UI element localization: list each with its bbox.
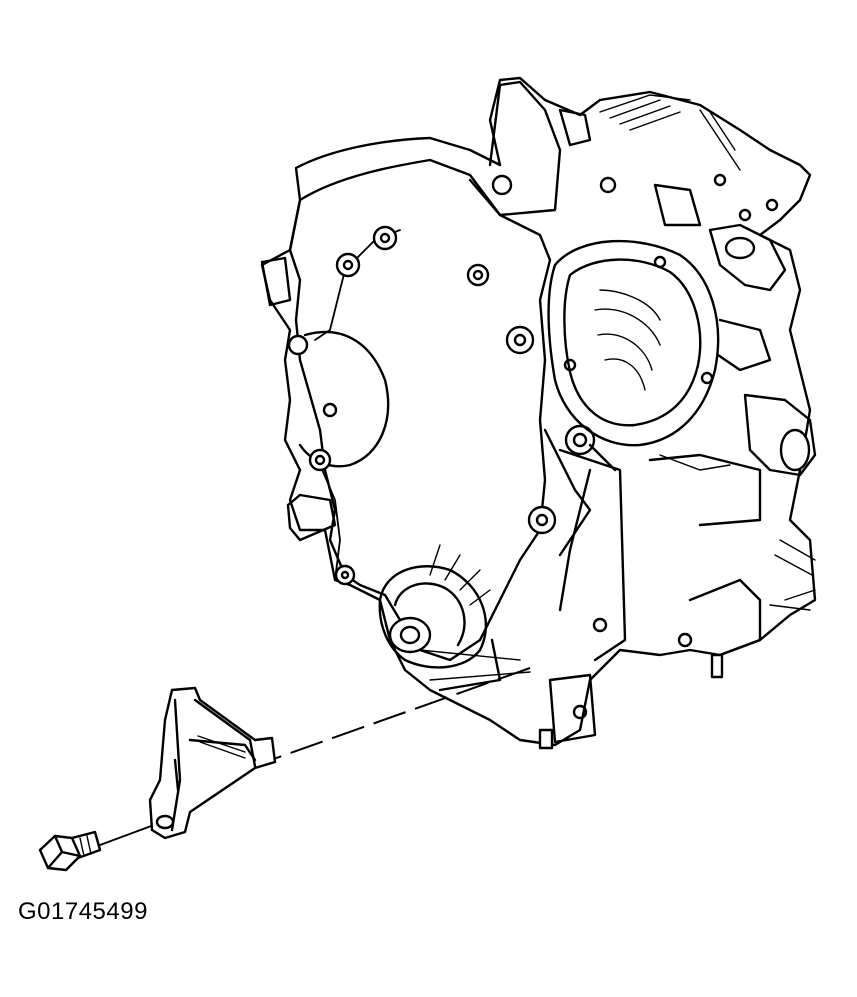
- bell-housing-opening: [547, 239, 720, 447]
- crankshaft-seal: [378, 544, 491, 669]
- bracket-alignment-line: [264, 667, 531, 763]
- bolt-alignment-line: [91, 821, 163, 849]
- engine-assembly: [260, 76, 817, 750]
- figure-code: G01745499: [18, 898, 148, 925]
- bracket: [148, 686, 277, 840]
- cover-bolts: [287, 225, 596, 586]
- flange-bolt: [38, 830, 102, 872]
